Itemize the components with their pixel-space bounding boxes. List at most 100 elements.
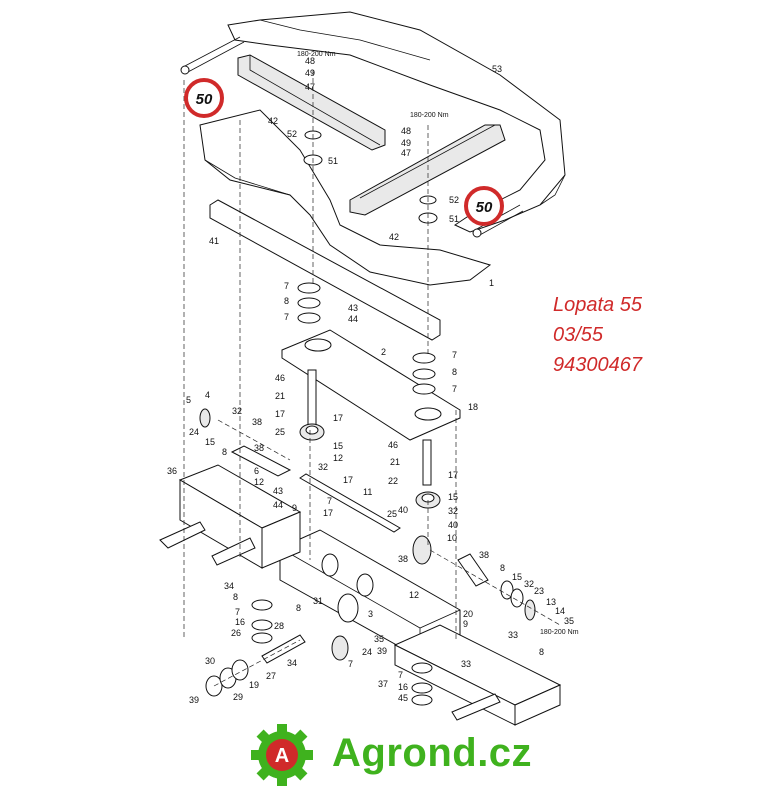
part-callout: 17 — [323, 508, 333, 518]
part-callout: 32 — [318, 462, 328, 472]
part-callout: 16 — [235, 617, 245, 627]
part-callout: 45 — [398, 693, 408, 703]
shaft-28 — [261, 634, 306, 664]
rod-left — [180, 36, 245, 75]
part-callout: 32 — [448, 506, 458, 516]
part-callout: 7 — [235, 607, 240, 617]
part-callout: 8 — [500, 563, 505, 573]
part-callout: 7 — [452, 350, 457, 360]
part-callout: 25 — [387, 509, 397, 519]
part-callout: 33 — [461, 659, 471, 669]
part-callout: 32 — [524, 579, 534, 589]
beam-right — [349, 124, 506, 216]
note-line: 03/55 — [553, 324, 604, 346]
badge-50: 50 — [464, 186, 504, 226]
part-callout: 17 — [275, 409, 285, 419]
part-callout: 48 — [305, 56, 315, 66]
brand-gear-icon: A — [251, 724, 313, 786]
part-callout: 8 — [296, 603, 301, 613]
part-callout: 33 — [508, 630, 518, 640]
part-callout: 8 — [284, 296, 289, 306]
part-callout: 52 — [287, 129, 297, 139]
part-callout: 16 — [398, 682, 408, 692]
part-callout: 32 — [232, 406, 242, 416]
part-callout: 49 — [305, 68, 315, 78]
part-callout: 38 — [254, 443, 264, 453]
part-callout: 21 — [390, 457, 400, 467]
part-callout: 28 — [274, 621, 284, 631]
part-callout: 7 — [452, 384, 457, 394]
cover-shield — [227, 11, 566, 233]
note-line: Lopata 55 — [553, 294, 642, 316]
part-callout: 35 — [564, 616, 574, 626]
brand-name: Agrond.cz — [332, 731, 533, 775]
bevel-gear-25b — [412, 535, 432, 565]
part-callout: 39 — [189, 695, 199, 705]
part-callout: 44 — [273, 500, 283, 510]
svg-text:50: 50 — [476, 199, 493, 216]
part-callout: 3 — [368, 609, 373, 619]
part-callout: 15 — [205, 437, 215, 447]
torque-label: 180-200 Nm — [410, 112, 449, 119]
shaft-10 — [457, 553, 489, 587]
part-callout: 23 — [534, 586, 544, 596]
part-callout: 7 — [398, 670, 403, 680]
part-callout: 12 — [409, 590, 419, 600]
part-callout: 12 — [333, 453, 343, 463]
bearing-row-lower-left — [251, 599, 273, 644]
part-callout: 8 — [233, 592, 238, 602]
coupling-31 — [337, 593, 359, 623]
part-callout: 8 — [452, 367, 457, 377]
svg-text:A: A — [275, 745, 289, 767]
part-callout: 43 — [348, 303, 358, 313]
part-callout: 4 — [205, 390, 210, 400]
part-callout: 31 — [313, 596, 323, 606]
part-callout: 21 — [275, 391, 285, 401]
knife-plate — [199, 109, 492, 286]
part-callout: 22 — [388, 476, 398, 486]
part-callout: 19 — [249, 680, 259, 690]
part-callout: 46 — [275, 373, 285, 383]
note-line: 94300467 — [553, 354, 642, 376]
part-callout: 40 — [448, 520, 458, 530]
part-callout: 44 — [348, 314, 358, 324]
part-callout: 24 — [362, 647, 372, 657]
part-callout: 53 — [492, 64, 502, 74]
part-callout: 15 — [333, 441, 343, 451]
part-callout: 42 — [389, 232, 399, 242]
shaft-vertical-21 — [307, 369, 317, 431]
part-callout: 1 — [489, 278, 494, 288]
part-callout: 17 — [333, 413, 343, 423]
part-callout: 27 — [266, 671, 276, 681]
gear-24 — [331, 635, 349, 661]
part-callout: 48 — [401, 126, 411, 136]
bevel-gear-25 — [299, 423, 325, 441]
part-callout: 20 — [463, 609, 473, 619]
part-callout: 11 — [363, 487, 372, 497]
part-callout: 18 — [468, 402, 478, 412]
part-callout: 38 — [479, 550, 489, 560]
part-callout: 24 — [189, 427, 199, 437]
bearing-row-lower-right — [411, 662, 433, 706]
part-callout: 17 — [448, 470, 458, 480]
part-callout: 10 — [447, 533, 457, 543]
part-callout: 51 — [449, 214, 459, 224]
part-callout: 5 — [186, 395, 191, 405]
part-callout: 40 — [398, 505, 408, 515]
part-callout: 15 — [512, 572, 522, 582]
part-callout: 36 — [167, 466, 177, 476]
sprocket-23 — [524, 599, 536, 621]
part-callout: 7 — [327, 496, 332, 506]
part-callout: 38 — [252, 417, 262, 427]
part-callout: 14 — [555, 606, 565, 616]
part-callout: 26 — [231, 628, 241, 638]
part-callout: 34 — [287, 658, 297, 668]
assembly-lines — [183, 70, 561, 687]
part-callout: 47 — [401, 148, 411, 158]
part-callout: 30 — [205, 656, 215, 666]
bearing-stack-right — [412, 352, 436, 395]
part-callout: 43 — [273, 486, 283, 496]
part-callout: 13 — [546, 597, 556, 607]
